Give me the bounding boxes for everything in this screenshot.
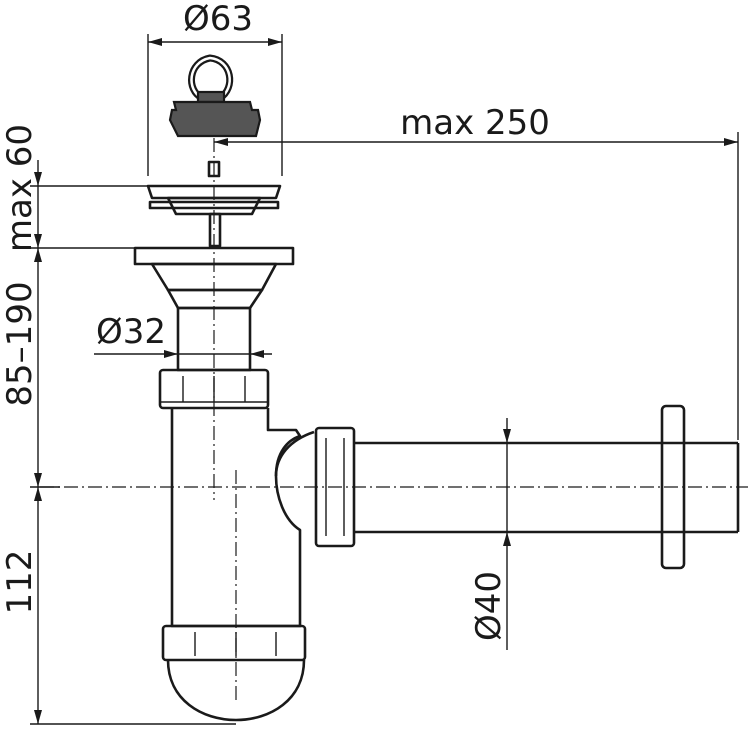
- dim-63-arrow-left: [148, 38, 162, 46]
- dim-max-height: max 60: [0, 124, 40, 252]
- dim-tailpiece-diameter: Ø32: [96, 312, 166, 352]
- dim-trap-depth: 112: [0, 550, 40, 615]
- dim-112-arrow-top: [34, 487, 42, 501]
- dim-250-arrow-right: [724, 138, 738, 146]
- dim-max-length: max 250: [400, 103, 550, 143]
- dim-40-arrow-top: [503, 429, 511, 443]
- strainer-rim: [146, 184, 282, 200]
- plug-body: [168, 100, 262, 138]
- lower-nut: [161, 624, 307, 662]
- top-nut: [158, 368, 270, 410]
- outlet-pipe: [314, 404, 740, 570]
- center-lines: [40, 138, 748, 700]
- dim-63-arrow-right: [268, 38, 282, 46]
- dim-strainer-diameter: Ø63: [183, 0, 253, 39]
- trap-elbow-curve: [274, 430, 315, 477]
- strainer-top: [146, 160, 282, 248]
- dim-60-arrow-bottom: [34, 248, 42, 262]
- plug-neck: [196, 90, 226, 104]
- dim-60-arrow-top: [34, 172, 42, 186]
- dimension-lines: Ø63 max 250 max 60 85–190 112 Ø32 Ø40: [0, 0, 739, 725]
- dim-190-arrow-bottom: [34, 473, 42, 487]
- strainer-stem: [208, 212, 222, 248]
- dim-40-arrow-bottom: [503, 532, 511, 546]
- dim-112-arrow-bottom: [34, 710, 42, 724]
- outlet-neck: [166, 288, 264, 310]
- dim-190-arrow-top: [34, 234, 42, 248]
- dim-32-arrow-left: [164, 350, 178, 358]
- trap-body: [161, 408, 315, 722]
- outlet-tailpiece: [133, 246, 295, 372]
- trap-upper-body: [170, 408, 302, 628]
- trap-bowl: [166, 659, 306, 722]
- dim-250-arrow-left: [214, 138, 228, 146]
- nut-body: [158, 368, 270, 410]
- plug-ring-inner: [190, 56, 231, 100]
- strainer-flange: [148, 200, 280, 210]
- dim-32-arrow-right: [250, 350, 264, 358]
- dim-height-range: 85–190: [0, 281, 40, 406]
- plug-assembly: [168, 54, 262, 138]
- pipe-nut: [314, 426, 356, 548]
- dim-outlet-diameter: Ø40: [469, 571, 509, 641]
- wall-rosette: [660, 404, 686, 570]
- strainer-screw-head: [207, 160, 221, 178]
